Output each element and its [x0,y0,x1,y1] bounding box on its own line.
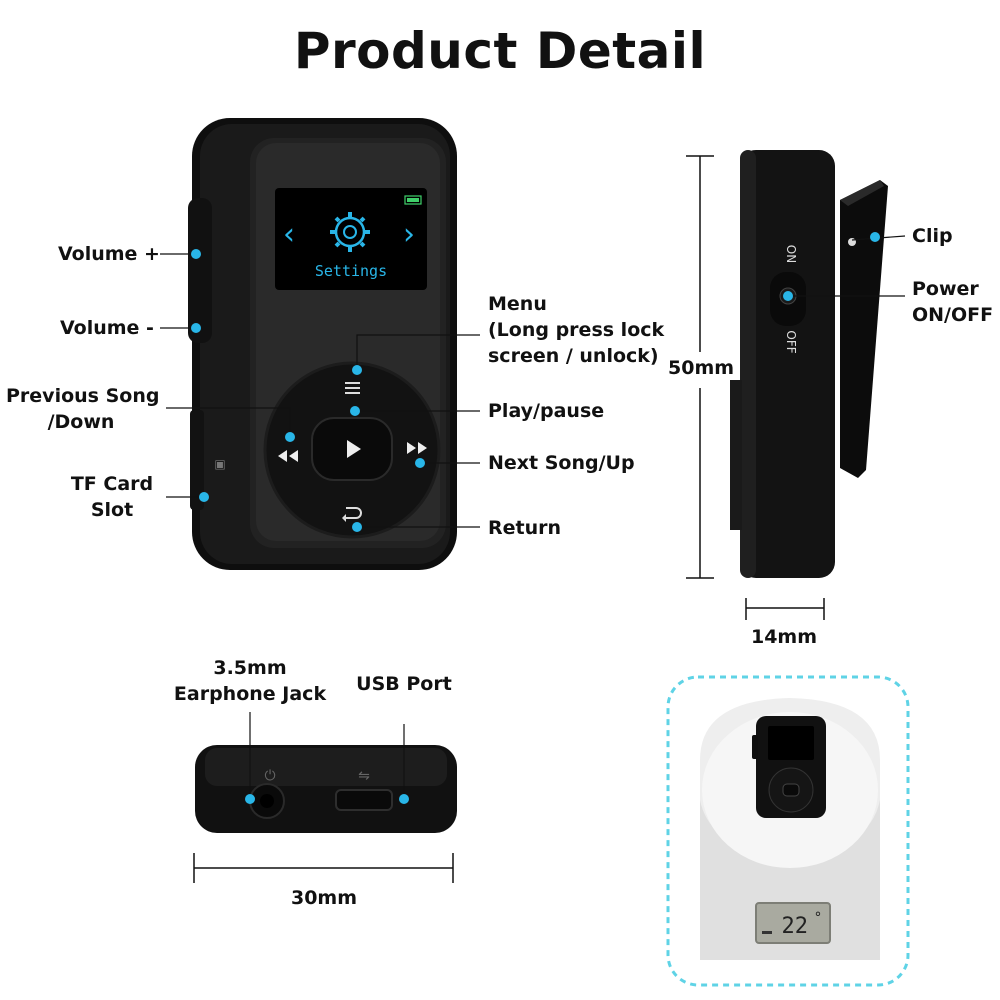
battery-icon [404,195,422,205]
left-arrow-icon: ‹ [283,217,295,252]
label-next-song: Next Song/Up [488,452,635,474]
label-previous-song-line1: Previous Song [6,385,160,407]
label-menu-line1: Menu [488,293,547,315]
label-earphone-line2: Earphone Jack [173,683,327,705]
label-previous-song-line2: /Down [47,411,115,433]
svg-text:▣: ▣ [214,457,225,471]
label-return: Return [488,517,562,539]
label-menu-line2: (Long press lock [488,319,665,341]
menu-icon [345,382,360,394]
play-icon [347,440,361,458]
label-earphone-line1: 3.5mm [213,657,287,679]
switch-off-label: OFF [784,330,798,354]
bottom-device: ⏻ ⇋ [195,745,457,833]
switch-on-label: ON [784,244,798,264]
dimension-width: 30mm [290,887,358,909]
return-icon [346,507,362,519]
label-volume-down: Volume - [60,317,154,339]
label-clip: Clip [912,225,953,247]
front-device: ▣ ‹ › [188,118,457,570]
screen-menu-label: Settings [314,262,388,280]
lcd-unit: ° [814,910,822,926]
rewind-icon [278,450,298,462]
side-device [730,150,888,578]
page-title: Product Detail [293,22,707,80]
label-power-line2: ON/OFF [912,304,994,326]
volume-buttons[interactable] [188,198,212,343]
dimension-depth: 14mm [750,626,818,648]
dimension-height: 50mm [668,357,735,379]
oled-screen [275,188,427,290]
usb-port [335,789,393,811]
svg-text:⇋: ⇋ [358,768,370,784]
usage-photo: 22 ° [666,675,910,987]
label-play-pause: Play/pause [488,400,605,422]
label-usb-port: USB Port [356,673,452,695]
right-arrow-icon: › [403,217,415,252]
label-tf-card-line1: TF Card [70,473,154,495]
label-volume-up: Volume + [58,243,160,265]
lcd-reading: 22 [782,914,809,939]
label-menu-line3: screen / unlock) [488,345,659,367]
svg-text:⏻: ⏻ [264,768,275,784]
label-tf-card-line2: Slot [90,499,134,521]
gear-icon [330,212,370,252]
lcd-display [755,902,831,944]
clip[interactable] [840,180,888,478]
label-power-line1: Power [912,278,979,300]
tf-card-slot [190,410,204,510]
fast-forward-icon [407,442,427,454]
